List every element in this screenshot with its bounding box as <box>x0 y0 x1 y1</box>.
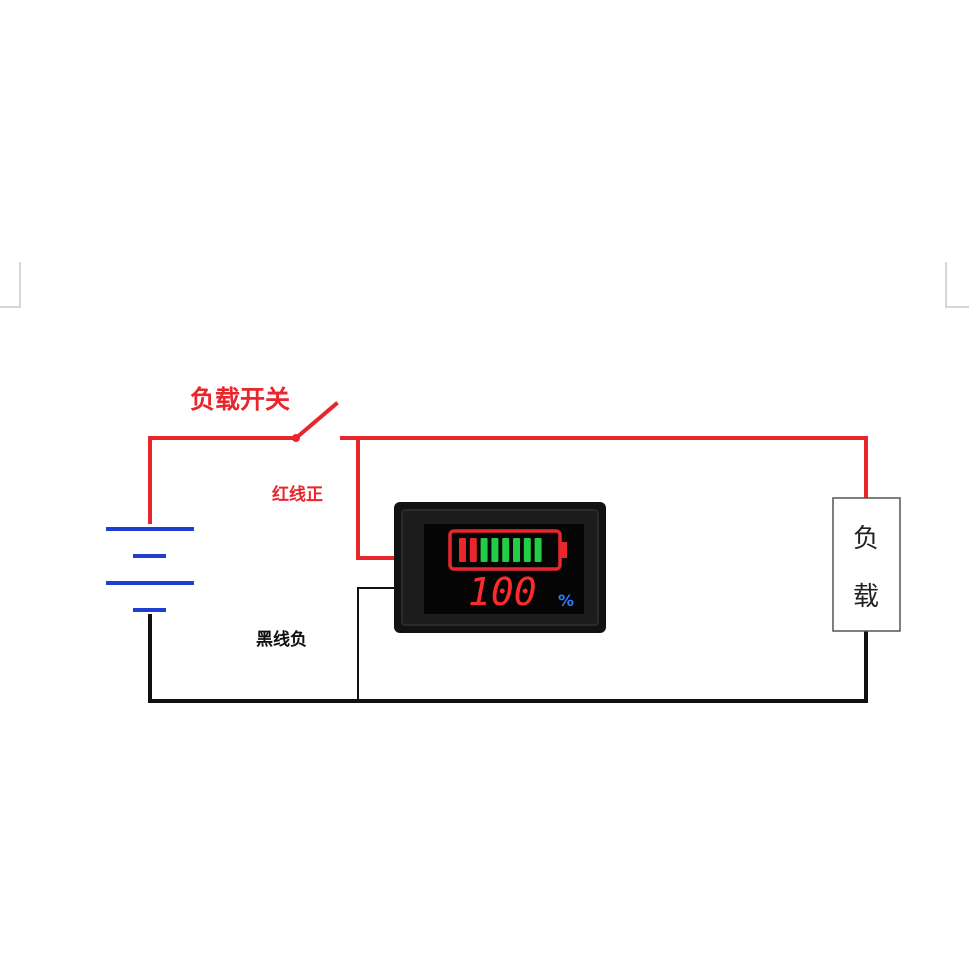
wire-negative-to-meter <box>357 587 395 701</box>
battery-segment <box>491 538 499 562</box>
switch-lever <box>293 401 339 441</box>
negative-wires <box>148 587 868 703</box>
battery-meter: 100 % <box>394 502 606 633</box>
battery-segment <box>502 538 510 562</box>
battery-segment <box>523 538 531 562</box>
battery-segment <box>534 538 542 562</box>
wire-positive-to-meter <box>356 436 397 560</box>
battery-segment <box>480 538 488 562</box>
battery-level-icon <box>448 529 567 571</box>
load-box: 负 载 <box>832 497 901 632</box>
load-outline <box>832 497 901 632</box>
switch-pivot <box>292 434 300 442</box>
battery-level-segments <box>459 538 542 562</box>
battery-segment <box>459 538 466 562</box>
crop-mark-right <box>945 262 969 308</box>
battery-segment <box>469 538 477 562</box>
switch-label: 负载开关 <box>190 385 290 414</box>
battery-segment <box>513 538 520 562</box>
positive-wires <box>148 401 868 560</box>
load-label-bottom: 载 <box>853 582 879 612</box>
red-wire-label: 红线正 <box>272 484 323 505</box>
black-wire-label: 黑线负 <box>256 629 307 650</box>
battery-icon-terminal <box>560 542 567 558</box>
wire-return <box>148 614 868 703</box>
wire-battery-to-switch <box>148 436 298 524</box>
crop-marks <box>0 262 969 308</box>
meter-unit: % <box>558 591 574 610</box>
wire-switch-to-load <box>340 436 868 502</box>
battery-symbol <box>106 527 194 612</box>
crop-mark-left <box>0 262 21 308</box>
load-label-top: 负 <box>853 524 879 554</box>
meter-reading: 100 <box>468 570 537 614</box>
